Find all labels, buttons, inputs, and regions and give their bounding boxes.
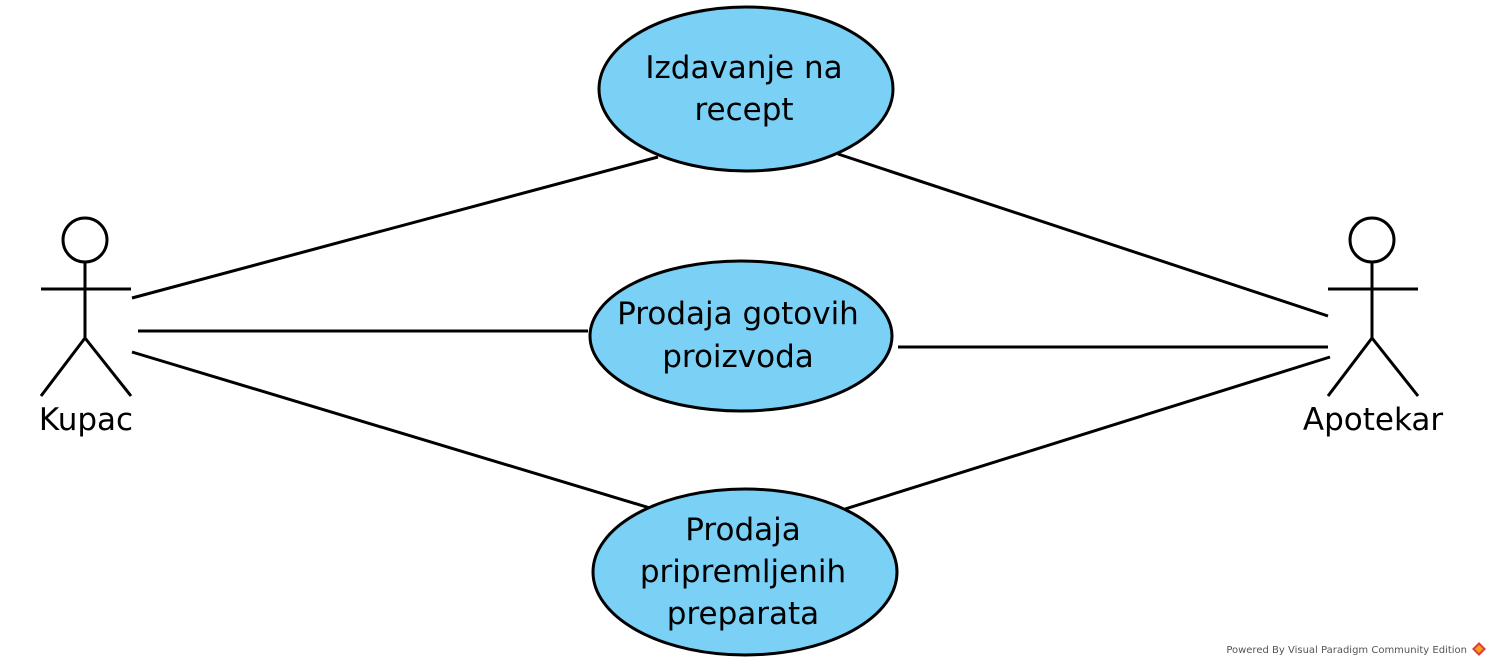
use-case-label-line: Prodaja [685, 512, 800, 548]
association-kupac-izdavanje[interactable] [131, 155, 659, 300]
use-case-label-line: pripremljenih [640, 554, 846, 590]
use-case-izdavanje-na-recept[interactable]: Izdavanje na recept [597, 5, 895, 173]
use-case-label-line: Izdavanje na [645, 50, 842, 86]
association-kupac-pripremljeni[interactable] [131, 350, 651, 510]
use-case-label-line: preparata [667, 596, 819, 632]
actor-label: Apotekar [1303, 402, 1443, 438]
actor-right-leg [83, 337, 133, 397]
watermark-text: Powered By Visual Paradigm Community Edi… [1226, 645, 1467, 656]
actor-right-leg [1370, 337, 1420, 397]
use-case-ellipse [588, 259, 894, 413]
actor-head [61, 216, 109, 264]
actor-kupac[interactable]: Kupac [39, 216, 133, 438]
actor-left-leg [39, 337, 87, 397]
use-case-prodaja-pripremljenih-preparata[interactable]: Prodaja pripremljenih preparata [591, 487, 899, 657]
actor-head [1348, 216, 1396, 264]
use-case-label-line: proizvoda [662, 339, 814, 375]
actor-label: Kupac [39, 402, 133, 438]
associations [131, 152, 1331, 511]
use-case-label-line: Prodaja gotovih [617, 296, 859, 332]
use-case-ellipse [597, 5, 895, 173]
use-case-label-line: recept [694, 92, 793, 128]
actor-left-leg [1326, 337, 1374, 397]
watermark: Powered By Visual Paradigm Community Edi… [1226, 642, 1486, 656]
visual-paradigm-logo-icon [1472, 642, 1486, 656]
use-case-prodaja-gotovih-proizvoda[interactable]: Prodaja gotovih proizvoda [588, 259, 894, 413]
association-apotekar-pripremljeni[interactable] [844, 355, 1331, 511]
association-apotekar-izdavanje[interactable] [837, 152, 1329, 318]
use-case-ellipse [591, 487, 899, 657]
actor-apotekar[interactable]: Apotekar [1303, 216, 1443, 438]
